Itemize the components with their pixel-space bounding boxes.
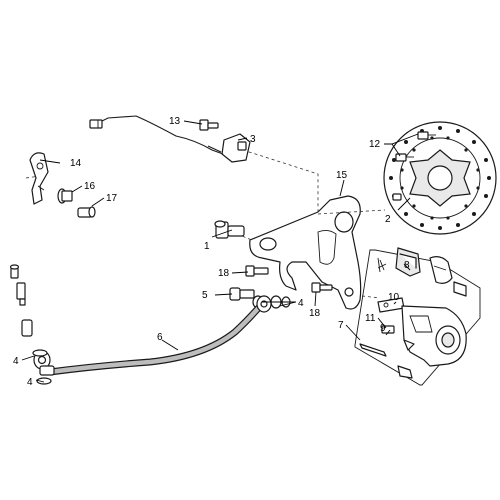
alignment-line-disc bbox=[317, 209, 386, 215]
caliper-pin bbox=[453, 281, 467, 297]
pad-spring bbox=[377, 257, 387, 273]
speed-sensor bbox=[221, 133, 251, 163]
alignment-line-caliper bbox=[361, 295, 381, 299]
callout-11: 11 bbox=[365, 313, 376, 324]
disc-screw-upper bbox=[417, 131, 436, 140]
callout-18-upper: 18 bbox=[218, 268, 230, 279]
sensor-screw bbox=[199, 119, 219, 131]
callout-2: 2 bbox=[385, 214, 391, 225]
speed-sensor-wire-2 bbox=[207, 145, 222, 153]
callout-6: 6 bbox=[157, 332, 163, 343]
left-washer-lower bbox=[36, 377, 52, 385]
pad-kit-box bbox=[354, 249, 481, 386]
callout-4-caliper-side: 4 bbox=[298, 298, 304, 309]
callout-4-left-lower: 4 bbox=[27, 377, 33, 388]
callout-3: 3 bbox=[250, 134, 256, 145]
callout-1: 1 bbox=[204, 241, 210, 252]
left-fitting-adapter bbox=[21, 319, 33, 337]
alignment-line-lever bbox=[25, 175, 41, 179]
callout-17: 17 bbox=[106, 193, 118, 204]
left-fitting-bolt bbox=[16, 282, 26, 306]
bracket-bolt bbox=[214, 220, 245, 239]
speed-sensor-wire bbox=[99, 115, 224, 155]
callout-12: 12 bbox=[369, 139, 381, 150]
callout-4-left-upper: 4 bbox=[13, 356, 19, 367]
left-washer-upper bbox=[32, 349, 48, 357]
disc-screw-lower bbox=[395, 153, 414, 162]
hose-clip bbox=[29, 152, 49, 205]
brake-caliper bbox=[401, 305, 467, 367]
clip-washer bbox=[57, 188, 73, 204]
brake-disc bbox=[383, 121, 497, 235]
pad-spring-pin bbox=[359, 343, 387, 357]
bracket-bolt-18-lower bbox=[311, 282, 333, 293]
callout-10: 10 bbox=[388, 292, 400, 303]
caliper-clip bbox=[397, 365, 413, 379]
callout-9: 9 bbox=[380, 323, 386, 334]
banjo-bolt bbox=[229, 287, 255, 301]
sensor-connector bbox=[89, 119, 103, 129]
callout-14: 14 bbox=[70, 158, 82, 169]
callout-13: 13 bbox=[169, 116, 181, 127]
brake-hose bbox=[33, 295, 272, 376]
callout-15: 15 bbox=[336, 170, 348, 181]
brake-pad-right bbox=[429, 256, 453, 284]
caliper-bracket bbox=[249, 195, 362, 310]
bracket-bolt-18-upper bbox=[245, 265, 269, 277]
callout-16: 16 bbox=[84, 181, 96, 192]
alignment-line-bracket bbox=[242, 149, 319, 214]
leader-lines bbox=[21, 120, 419, 383]
clip-bolt bbox=[77, 206, 96, 218]
disc-screw-bottom bbox=[392, 193, 402, 201]
brake-pad-left bbox=[395, 247, 421, 277]
callout-18-lower: 18 bbox=[309, 308, 321, 319]
callout-8: 8 bbox=[404, 260, 410, 271]
callout-7: 7 bbox=[338, 320, 344, 331]
callout-5: 5 bbox=[202, 290, 208, 301]
left-bleed-nipple bbox=[9, 264, 20, 279]
